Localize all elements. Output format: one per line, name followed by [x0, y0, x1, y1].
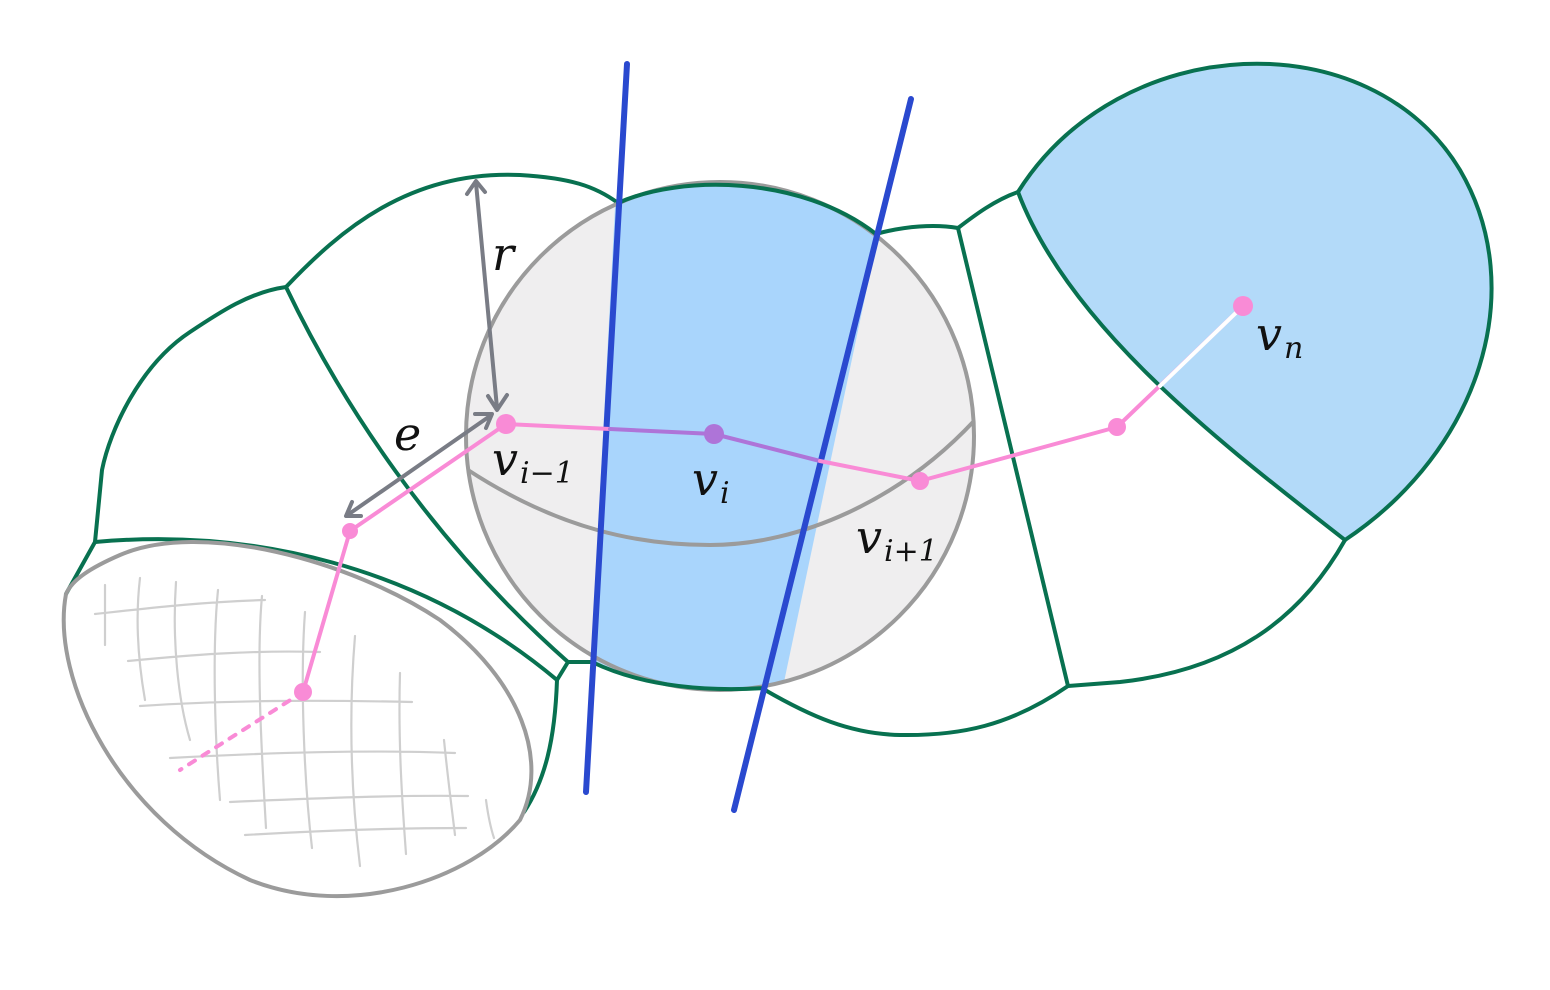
label-r: r — [492, 227, 517, 281]
sphere-equator — [466, 419, 976, 548]
cell-left-bottom-side — [522, 678, 559, 814]
label-v-im1: vi−1 — [492, 432, 574, 491]
label-e: e — [394, 407, 421, 461]
cell-right-mid-bottom — [1066, 538, 1347, 688]
path-dashed-tail — [178, 690, 305, 772]
cell-vi-border-bottom — [590, 660, 767, 692]
cell-vi-border-top — [616, 182, 878, 236]
label-v-ip1: vi+1 — [856, 510, 938, 569]
cell-left-divider — [284, 285, 570, 664]
vertex-dot-5 — [1108, 418, 1126, 436]
vertex-dot-vip1 — [911, 472, 929, 490]
cell-left-join — [555, 660, 594, 682]
cell-vip1-bottom — [763, 684, 1070, 738]
ellipse-outline — [61, 539, 534, 899]
sphere-blue-slab — [588, 182, 896, 690]
vertex-dot-vi — [704, 424, 724, 444]
vertex-dot-start — [294, 683, 312, 701]
vertex-path — [178, 296, 1253, 772]
cell-vn-boundary — [1016, 190, 1347, 542]
vertex-dot-vn — [1233, 296, 1253, 316]
cell-left-bottom-top — [93, 537, 559, 682]
arrow-r — [465, 179, 509, 412]
label-v-i: vi — [692, 452, 730, 511]
cell-vn-fill — [1018, 63, 1492, 540]
label-v-n: vn — [1256, 307, 1303, 366]
cell-left-outer — [93, 285, 288, 544]
vertex-dot-2 — [342, 523, 358, 539]
plane-right — [731, 96, 914, 813]
path-pink-left — [301, 422, 612, 694]
cell-vip1-top — [874, 224, 960, 236]
cell-left-top — [284, 172, 620, 289]
hatched-region — [61, 539, 534, 899]
hatch-lines — [93, 576, 496, 868]
cell-vn-border — [1016, 61, 1494, 542]
vertex-dot-vim1 — [496, 414, 516, 434]
arrow-e — [344, 412, 494, 518]
path-white-highlight — [1158, 304, 1245, 388]
cell-right-mid — [956, 190, 1020, 230]
